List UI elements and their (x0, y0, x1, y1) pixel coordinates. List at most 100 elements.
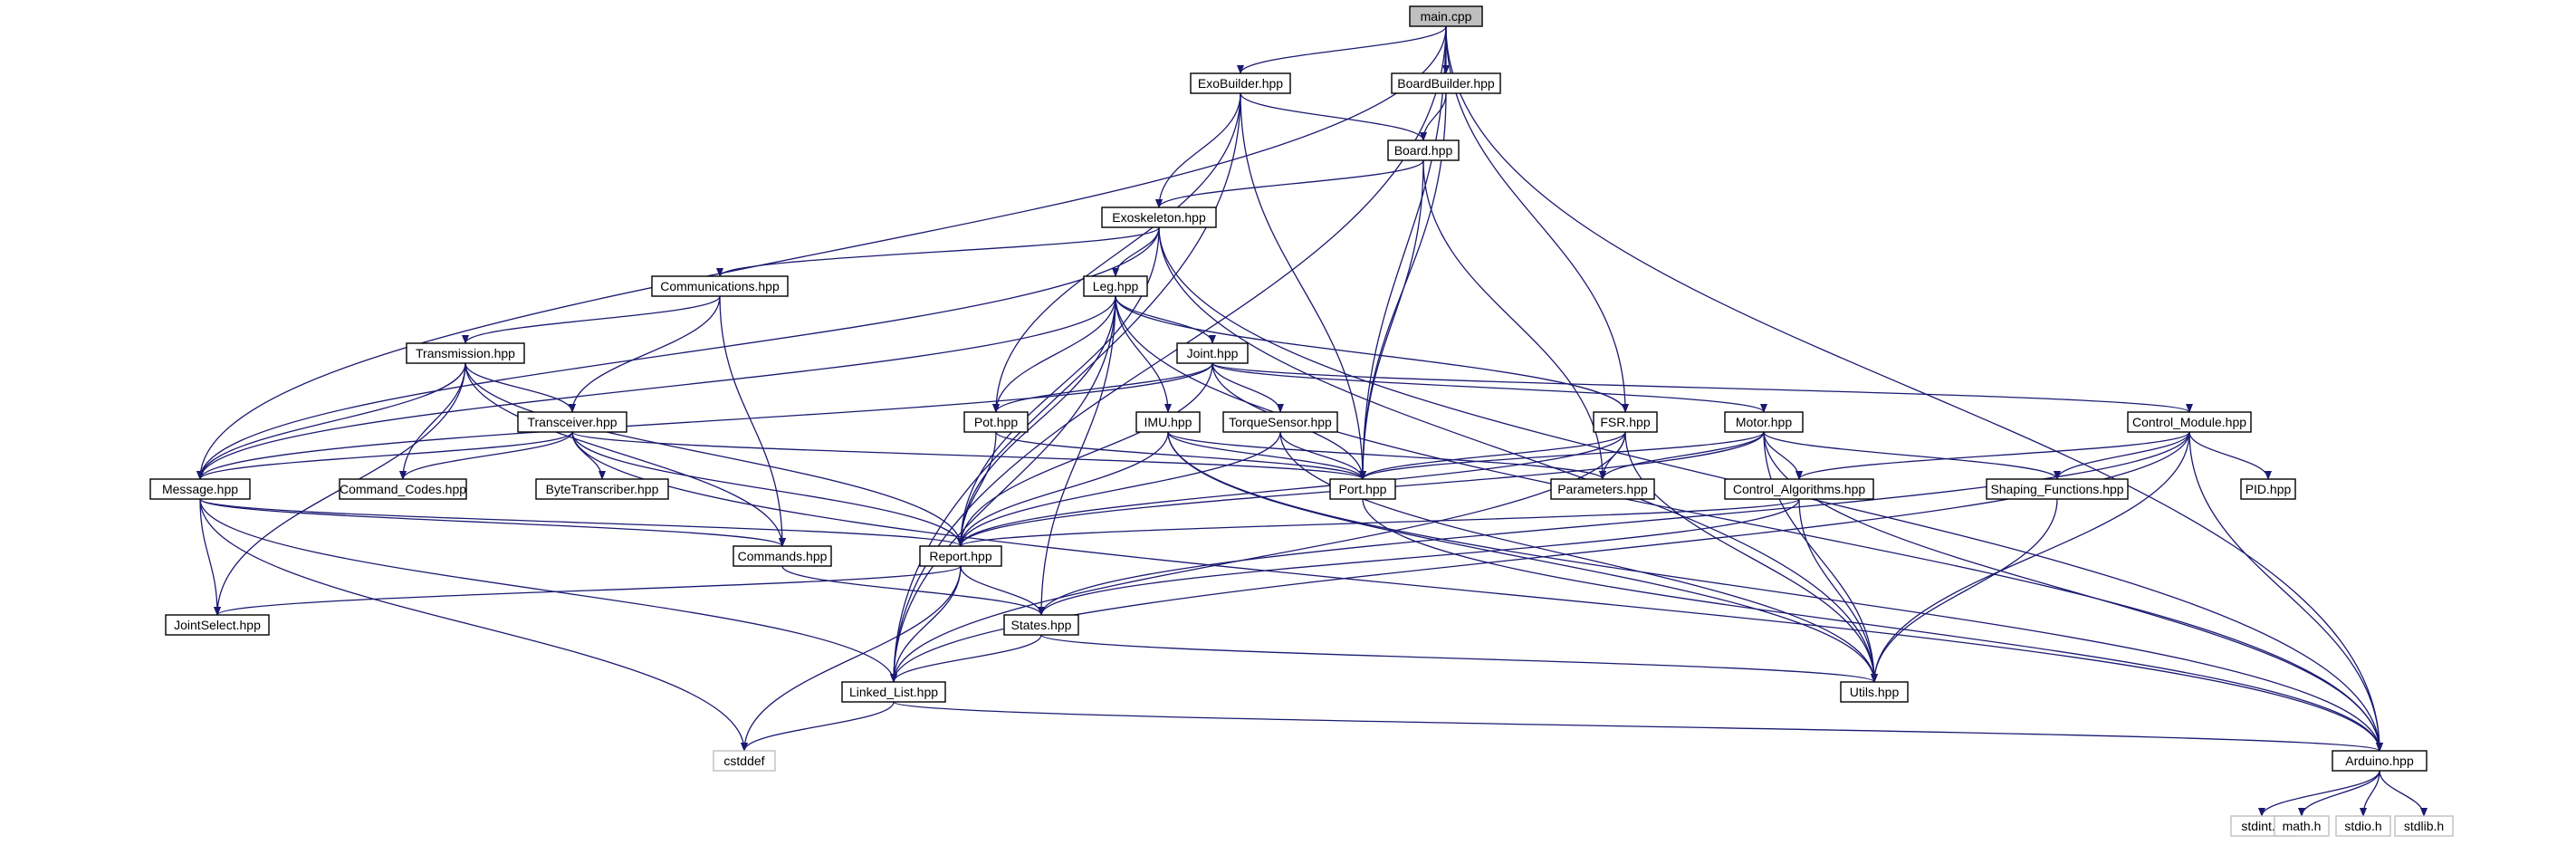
node-box-port (1329, 478, 1396, 500)
edge-main-to-arduino (1445, 25, 2383, 752)
node-box-linkedlist (841, 681, 946, 703)
node-arduino[interactable]: Arduino.hpp (2332, 750, 2428, 772)
edge-transceiver-to-arduino (571, 431, 2383, 752)
node-pot[interactable]: Pot.hpp (963, 411, 1029, 433)
edge-main-to-port (1359, 25, 1447, 480)
node-port[interactable]: Port.hpp (1329, 478, 1396, 500)
edge-message-to-report (199, 498, 964, 547)
node-motor[interactable]: Motor.hpp (1724, 411, 1804, 433)
node-utils[interactable]: Utils.hpp (1840, 681, 1909, 703)
edge-exoskeleton-to-message (196, 226, 1160, 480)
edge-controlmodule-to-pid (2188, 431, 2272, 480)
node-label-port: Port.hpp (1339, 482, 1387, 496)
edge-imu-to-parameters (1167, 431, 1606, 480)
node-controlalgorithms[interactable]: Control_Algorithms.hpp (1724, 478, 1874, 500)
node-box-imu (1135, 411, 1201, 433)
node-label-pid: PID.hpp (2246, 482, 2292, 496)
edge-main-to-message (196, 25, 1447, 480)
node-stdio: stdio.h (2335, 815, 2391, 837)
node-box-fsr (1593, 411, 1658, 433)
edge-motor-to-shapingfunctions (1763, 431, 2061, 480)
edge-report-to-jointselect (214, 565, 962, 616)
edge-controlmodule-to-states (1038, 431, 2190, 616)
edge-exoskeleton-to-communications (716, 226, 1160, 277)
edge-transmission-to-commands (464, 362, 786, 547)
edge-communications-to-transceiver (569, 295, 721, 413)
node-label-exobuilder: ExoBuilder.hpp (1198, 76, 1283, 91)
edge-transmission-to-report (464, 362, 964, 547)
edge-report-to-cstddef (741, 565, 962, 752)
node-imu[interactable]: IMU.hpp (1135, 411, 1201, 433)
node-label-stdio: stdio.h (2344, 819, 2381, 833)
edge-boardbuilder-to-board (1420, 92, 1447, 141)
edge-joint-to-report (957, 362, 1213, 547)
node-box-bytetranscriber (535, 478, 669, 500)
node-shapingfunctions[interactable]: Shaping_Functions.hpp (1986, 478, 2129, 500)
node-label-exoskeleton: Exoskeleton.hpp (1112, 210, 1206, 225)
edge-main-to-exobuilder (1237, 25, 1447, 74)
node-board[interactable]: Board.hpp (1387, 139, 1460, 161)
node-commands[interactable]: Commands.hpp (733, 545, 832, 567)
node-cstddef: cstddef (713, 750, 776, 772)
node-communications[interactable]: Communications.hpp (651, 275, 789, 297)
node-boardbuilder[interactable]: BoardBuilder.hpp (1391, 72, 1501, 94)
node-label-shapingfunctions: Shaping_Functions.hpp (1990, 482, 2123, 496)
node-box-leg (1083, 275, 1148, 297)
node-transmission[interactable]: Transmission.hpp (406, 342, 525, 364)
node-exoskeleton[interactable]: Exoskeleton.hpp (1101, 206, 1217, 228)
edge-exobuilder-to-linkedlist (890, 92, 1241, 683)
node-main[interactable]: main.cpp (1409, 5, 1483, 27)
edge-transmission-to-commandcodes (399, 362, 466, 480)
edge-imu-to-report (957, 431, 1169, 547)
node-label-report: Report.hpp (929, 549, 991, 563)
edge-torquesensor-to-report (957, 431, 1281, 547)
edge-communications-to-commands (719, 295, 786, 547)
node-label-math: math.h (2283, 819, 2322, 833)
edge-exoskeleton-to-utils (1158, 226, 1878, 683)
node-exobuilder[interactable]: ExoBuilder.hpp (1190, 72, 1291, 94)
node-states[interactable]: States.hpp (1003, 614, 1079, 636)
node-label-joint: Joint.hpp (1187, 346, 1239, 360)
edge-imu-to-arduino (1167, 431, 2383, 752)
node-label-torquesensor: TorqueSensor.hpp (1229, 415, 1332, 429)
node-joint[interactable]: Joint.hpp (1176, 342, 1249, 364)
edge-linkedlist-to-cstddef (741, 701, 895, 752)
node-torquesensor[interactable]: TorqueSensor.hpp (1222, 411, 1338, 433)
node-label-board: Board.hpp (1394, 143, 1453, 158)
node-message[interactable]: Message.hpp (149, 478, 251, 500)
edge-arduino-to-stdint (2258, 770, 2380, 817)
node-box-jointselect (165, 614, 270, 636)
node-pid[interactable]: PID.hpp (2240, 478, 2296, 500)
edge-exobuilder-to-exoskeleton (1155, 92, 1241, 208)
edge-transceiver-to-commandcodes (399, 431, 573, 480)
node-transceiver[interactable]: Transceiver.hpp (517, 411, 627, 433)
node-leg[interactable]: Leg.hpp (1083, 275, 1148, 297)
edge-leg-to-pot (992, 295, 1116, 413)
edge-layer (196, 25, 2428, 817)
node-box-report (919, 545, 1002, 567)
node-label-motor: Motor.hpp (1736, 415, 1792, 429)
node-linkedlist[interactable]: Linked_List.hpp (841, 681, 946, 703)
edge-exobuilder-to-pot (992, 92, 1241, 413)
node-report[interactable]: Report.hpp (919, 545, 1002, 567)
node-box-controlmodule (2127, 411, 2252, 433)
node-box-communications (651, 275, 789, 297)
node-commandcodes[interactable]: Command_Codes.hpp (339, 478, 467, 500)
edge-report-to-states (960, 565, 1045, 616)
node-fsr[interactable]: FSR.hpp (1593, 411, 1658, 433)
edge-arduino-to-stdio (2360, 770, 2380, 817)
node-box-joint (1176, 342, 1249, 364)
edge-leg-to-states (1038, 295, 1116, 616)
node-label-utils: Utils.hpp (1850, 685, 1900, 699)
edge-controlmodule-to-utils (1871, 431, 2190, 683)
node-label-linkedlist: Linked_List.hpp (849, 685, 938, 699)
node-label-imu: IMU.hpp (1144, 415, 1192, 429)
node-box-stdlib (2394, 815, 2454, 837)
edge-leg-to-message (196, 295, 1116, 480)
node-box-exoskeleton (1101, 206, 1217, 228)
node-bytetranscriber[interactable]: ByteTranscriber.hpp (535, 478, 669, 500)
node-jointselect[interactable]: JointSelect.hpp (165, 614, 270, 636)
node-parameters[interactable]: Parameters.hpp (1550, 478, 1655, 500)
node-controlmodule[interactable]: Control_Module.hpp (2127, 411, 2252, 433)
edge-torquesensor-to-utils (1279, 431, 1878, 683)
